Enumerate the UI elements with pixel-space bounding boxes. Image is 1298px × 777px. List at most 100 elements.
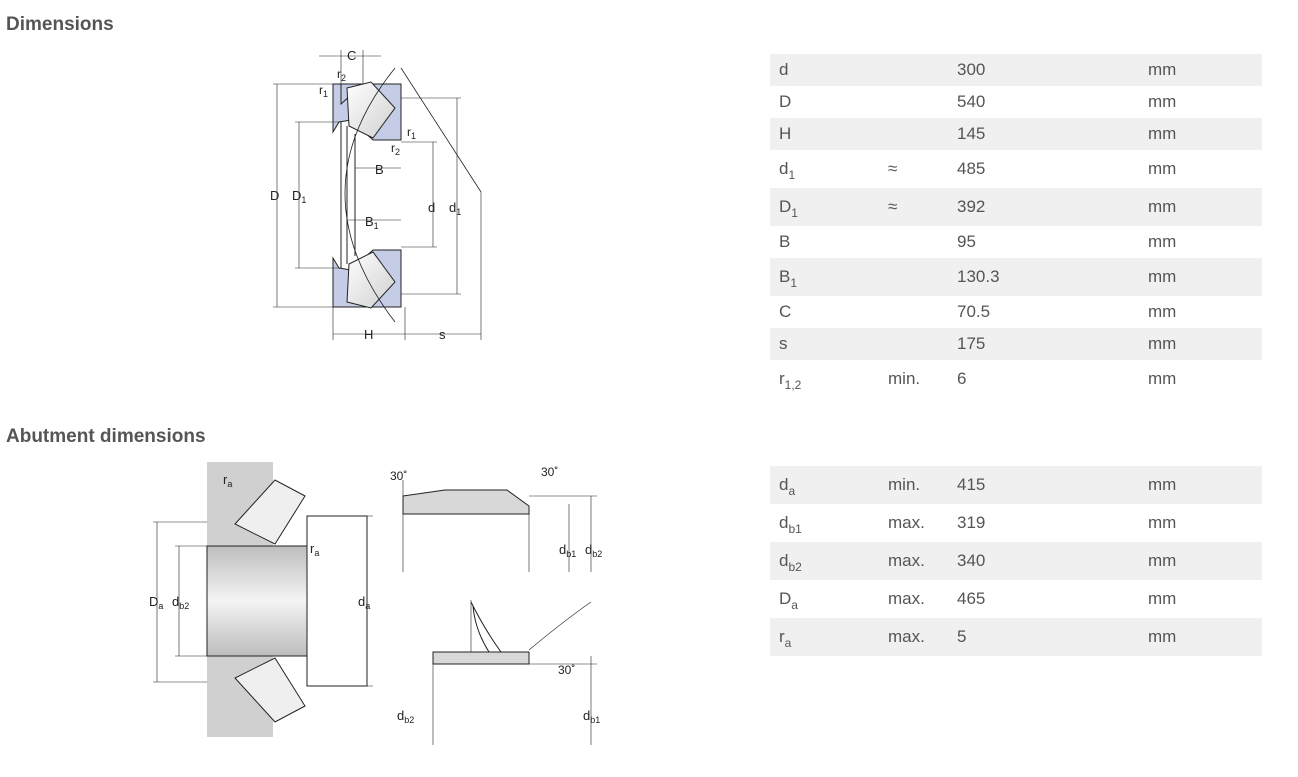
spec-row: Da max. 465 mm (770, 580, 1262, 618)
spec-row: s 175 mm (770, 328, 1262, 360)
spec-qualifier: max. (888, 627, 925, 646)
spec-value: 300 (957, 60, 986, 79)
spec-value: 70.5 (957, 302, 991, 321)
spec-qualifier (879, 226, 948, 258)
spec-unit: mm (1148, 475, 1177, 494)
spec-value: 5 (957, 627, 967, 646)
spec-qualifier: min. (888, 369, 921, 388)
spec-row: ra max. 5 mm (770, 618, 1262, 656)
bearing-dimensions-svg: C r2 r1 r1 r2 B B1 D D1 d d1 H s (270, 48, 482, 342)
label-angle-2: 30˚ (541, 465, 558, 479)
spec-symbol: r1,2 (779, 369, 802, 392)
label-d1: d1 (449, 200, 461, 217)
spec-value: 319 (957, 513, 986, 532)
spec-unit: mm (1148, 302, 1177, 321)
label-ra-top: ra (223, 472, 232, 489)
label-D1: D1 (292, 188, 306, 205)
spec-symbol: B1 (779, 267, 798, 290)
label-D: D (270, 188, 279, 203)
label-angle-3: 30˚ (558, 663, 575, 677)
label-d: d (428, 200, 435, 215)
spec-value: 145 (957, 124, 986, 143)
label-Da: Da (149, 594, 163, 611)
spec-symbol: D1 (779, 197, 798, 220)
spec-unit: mm (1148, 124, 1177, 143)
abutment-drawing: ra ra Da db2 da 30˚ 30˚ 30˚ db1 db2 db2 … (145, 460, 615, 750)
label-da: da (358, 594, 370, 611)
spec-value: 540 (957, 92, 986, 111)
label-db1-upper: db1 (559, 542, 576, 559)
spec-symbol: ra (779, 627, 792, 650)
spec-row: d 300 mm (770, 54, 1262, 86)
spec-row: H 145 mm (770, 118, 1262, 150)
spec-qualifier (879, 86, 948, 118)
label-s: s (439, 327, 446, 342)
spec-symbol: D (779, 92, 792, 111)
label-db2-upper: db2 (585, 542, 602, 559)
spec-value: 392 (957, 197, 986, 216)
roller-bottom (234, 657, 306, 723)
dimensions-title: Dimensions (6, 14, 114, 35)
spec-symbol: H (779, 124, 792, 143)
spec-symbol: Da (779, 589, 798, 612)
spec-qualifier (879, 258, 948, 296)
spec-unit: mm (1148, 159, 1177, 178)
label-r2-top: r2 (337, 67, 346, 83)
spec-value: 95 (957, 232, 976, 251)
spec-symbol: s (779, 334, 788, 353)
spec-qualifier: ≈ (888, 159, 898, 178)
spec-unit: mm (1148, 92, 1177, 111)
roller-top (234, 479, 306, 545)
spec-unit: mm (1148, 513, 1177, 532)
spec-unit: mm (1148, 334, 1177, 353)
spec-value: 175 (957, 334, 986, 353)
spec-symbol: da (779, 475, 796, 498)
spec-qualifier: max. (888, 589, 925, 608)
label-r1-top: r1 (319, 83, 328, 99)
spec-unit: mm (1148, 589, 1177, 608)
spec-unit: mm (1148, 267, 1177, 286)
spec-value: 415 (957, 475, 986, 494)
label-H: H (364, 327, 373, 342)
label-r1-right: r1 (407, 125, 416, 141)
roller-bottom (346, 251, 396, 309)
spec-unit: mm (1148, 60, 1177, 79)
spec-qualifier: max. (888, 513, 925, 532)
spec-row: da min. 415 mm (770, 466, 1262, 504)
abutment-title: Abutment dimensions (6, 426, 206, 447)
spec-row: B1 130.3 mm (770, 258, 1262, 296)
spec-row: D1 ≈392 mm (770, 188, 1262, 226)
spec-symbol: d1 (779, 159, 796, 182)
label-B1: B1 (365, 214, 379, 231)
spec-qualifier (879, 296, 948, 328)
label-db1-lower: db1 (583, 708, 600, 725)
spec-unit: mm (1148, 369, 1177, 388)
label-angle-1: 30˚ (390, 469, 407, 483)
spec-unit: mm (1148, 197, 1177, 216)
spec-unit: mm (1148, 627, 1177, 646)
spec-qualifier: ≈ (888, 197, 898, 216)
spec-value: 340 (957, 551, 986, 570)
label-ra-shaft: ra (310, 541, 319, 558)
spec-value: 130.3 (957, 267, 1000, 286)
bearing-dimensions-drawing: C r2 r1 r1 r2 B B1 D D1 d d1 H s (255, 42, 505, 352)
label-C: C (347, 48, 356, 63)
spec-qualifier: max. (888, 551, 925, 570)
spec-value: 465 (957, 589, 986, 608)
abutment-svg: ra ra Da db2 da 30˚ 30˚ 30˚ db1 db2 db2 … (149, 462, 602, 745)
label-db2-left: db2 (172, 594, 189, 611)
spec-symbol: d (779, 60, 789, 79)
spec-unit: mm (1148, 551, 1177, 570)
spec-qualifier (879, 328, 948, 360)
spec-row: D 540 mm (770, 86, 1262, 118)
sleeve (306, 515, 368, 687)
spec-qualifier: min. (888, 475, 921, 494)
label-db2-lower: db2 (397, 708, 414, 725)
